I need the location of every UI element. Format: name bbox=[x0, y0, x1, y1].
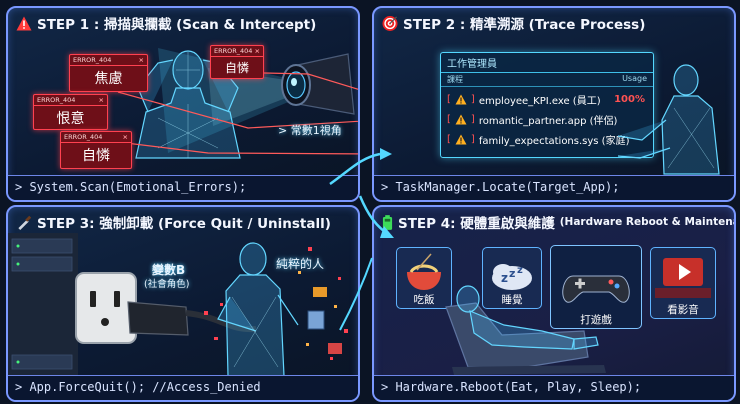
task-manager-window: 工作管理員 課程 Usage [ ] employee_KPI.exe (員工) … bbox=[440, 52, 654, 158]
task-manager-title: 工作管理員 bbox=[441, 53, 653, 73]
activity-card-watch[interactable]: 看影音 bbox=[650, 247, 716, 319]
error-word: 自憐 bbox=[82, 148, 110, 164]
error-popup[interactable]: ERROR_404 × 自憐 bbox=[60, 131, 132, 169]
warning-icon bbox=[455, 94, 467, 105]
svg-text:z: z bbox=[509, 267, 515, 280]
step4-panel: STEP 4: 硬體重啟與維護 (Hardware Reboot & Maint… bbox=[372, 205, 736, 402]
error-popup[interactable]: ERROR_404 × 恨意 bbox=[33, 94, 108, 130]
close-icon[interactable]: × bbox=[98, 96, 104, 104]
process-name: family_expectations.sys (家庭) bbox=[478, 136, 630, 147]
activity-label: 睡覺 bbox=[501, 294, 523, 306]
process-name: employee_KPI.exe (員工) bbox=[478, 96, 601, 107]
process-usage: 100% bbox=[614, 94, 645, 105]
close-icon[interactable]: × bbox=[254, 47, 260, 55]
process-row[interactable]: [ ] employee_KPI.exe (員工) 100% bbox=[447, 94, 645, 107]
activity-label: 吃飯 bbox=[413, 294, 435, 306]
gamepad-icon bbox=[562, 275, 630, 303]
step2-code: > TaskManager.Locate(Target_App); bbox=[374, 175, 734, 200]
column-usage[interactable]: Usage bbox=[622, 74, 647, 83]
pure-person-label: 純粹的人 bbox=[276, 257, 325, 271]
error-popup[interactable]: ERROR_404× 自憐 bbox=[210, 45, 264, 79]
step3-code: > App.ForceQuit(); //Access_Denied bbox=[8, 375, 358, 400]
close-icon[interactable]: × bbox=[122, 133, 128, 141]
error-code: ERROR_404 bbox=[73, 56, 112, 64]
step4-code: > Hardware.Reboot(Eat, Play, Sleep); bbox=[374, 375, 734, 400]
error-word: 恨意 bbox=[56, 111, 85, 127]
camera-label: > 常數1視角 bbox=[278, 124, 342, 137]
knife-icon bbox=[18, 215, 32, 230]
step2-title-text: STEP 2 : 精準溯源 (Trace Process) bbox=[403, 17, 646, 33]
close-icon[interactable]: × bbox=[138, 56, 144, 64]
process-name: romantic_partner.app (伴侶) bbox=[478, 116, 618, 127]
error-code: ERROR_404 bbox=[37, 96, 76, 104]
step1-title-text: STEP 1 : 掃描與攔截 (Scan & Intercept) bbox=[37, 17, 317, 33]
step1-title: STEP 1 : 掃描與攔截 (Scan & Intercept) bbox=[16, 13, 316, 33]
target-icon bbox=[382, 15, 398, 31]
variable-label: 變數B bbox=[152, 263, 186, 277]
warning-icon bbox=[455, 114, 467, 125]
step4-title-text: STEP 4: 硬體重啟與維護 bbox=[398, 216, 555, 232]
step2-panel: STEP 2 : 精準溯源 (Trace Process) 工作管理員 課程 Us… bbox=[372, 6, 736, 202]
step4-illustration bbox=[445, 285, 606, 375]
activity-label: 看影音 bbox=[667, 304, 699, 316]
process-row[interactable]: [ ] family_expectations.sys (家庭) bbox=[447, 134, 630, 147]
step2-title: STEP 2 : 精準溯源 (Trace Process) bbox=[382, 13, 645, 33]
activity-card-eat[interactable]: 吃飯 bbox=[396, 247, 452, 309]
error-code: ERROR_404 bbox=[214, 47, 253, 55]
column-process[interactable]: 課程 bbox=[447, 75, 463, 84]
step3-title: STEP 3: 強制卸載 (Force Quit / Uninstall) bbox=[16, 212, 331, 232]
step3-title-text: STEP 3: 強制卸載 (Force Quit / Uninstall) bbox=[37, 216, 331, 232]
step1-panel: STEP 1 : 掃描與攔截 (Scan & Intercept) bbox=[6, 6, 360, 202]
error-code: ERROR_404 bbox=[64, 133, 103, 141]
activity-label: 打遊戲 bbox=[580, 314, 612, 326]
step3-illustration bbox=[8, 233, 348, 377]
step4-title-subtext: (Hardware Reboot & Maintenance) bbox=[559, 216, 734, 228]
activity-card-game[interactable]: 打遊戲 bbox=[550, 245, 642, 329]
warning-icon bbox=[16, 16, 32, 30]
error-word: 焦慮 bbox=[94, 71, 123, 87]
step4-title: STEP 4: 硬體重啟與維護 (Hardware Reboot & Maint… bbox=[382, 212, 734, 232]
step2-illustration bbox=[617, 64, 720, 175]
step3-panel: STEP 3: 強制卸載 (Force Quit / Uninstall) bbox=[6, 205, 360, 402]
error-popup[interactable]: ERROR_404 × 焦慮 bbox=[69, 54, 148, 92]
variable-sublabel: (社會角色) bbox=[144, 279, 190, 290]
error-word: 自憐 bbox=[224, 61, 249, 75]
step1-code: > System.Scan(Emotional_Errors); bbox=[8, 175, 358, 200]
svg-text:z: z bbox=[501, 271, 508, 285]
warning-icon bbox=[455, 134, 467, 145]
popcorn-icon bbox=[655, 258, 711, 298]
svg-text:z: z bbox=[517, 265, 523, 276]
bowl-icon bbox=[407, 253, 441, 290]
process-row[interactable]: [ ] romantic_partner.app (伴侶) bbox=[447, 114, 618, 127]
